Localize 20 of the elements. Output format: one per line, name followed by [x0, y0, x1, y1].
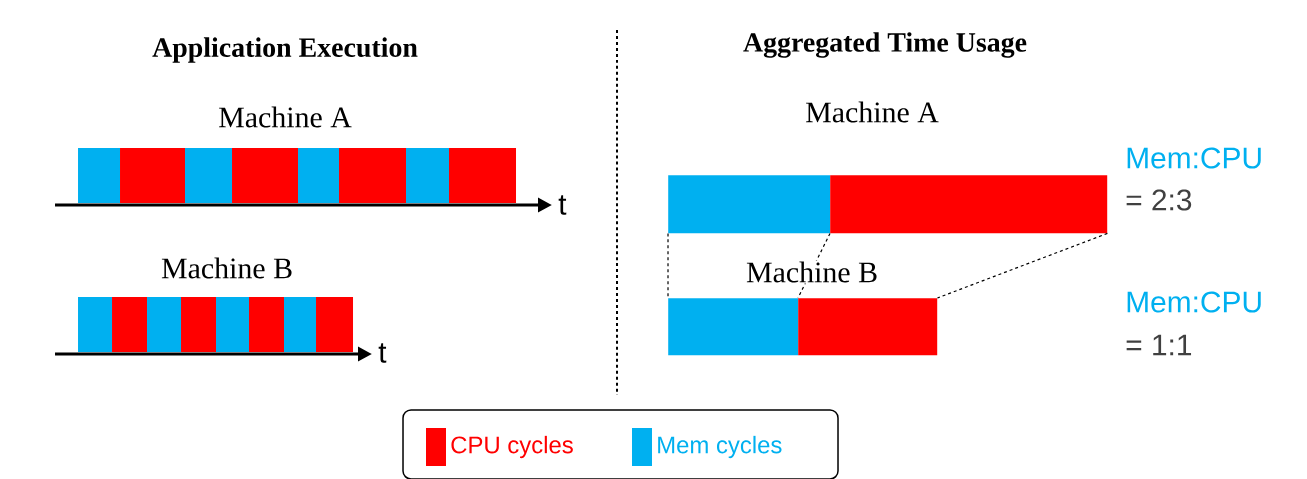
axis-label: t	[558, 195, 567, 215]
time-bar	[668, 298, 799, 356]
ratio-label: Mem:CPU	[1127, 291, 1261, 313]
machine-label: Machine B	[745, 260, 879, 284]
legend-label: CPU cycles	[451, 435, 573, 459]
machine-label: Machine A	[217, 105, 353, 129]
axis-label: t	[378, 343, 387, 363]
time-bar	[798, 298, 938, 356]
ratio-label: Mem:CPU	[1127, 147, 1261, 169]
legend-label: Mem cycles	[658, 435, 782, 459]
time-bar	[830, 175, 1108, 234]
ratio-label: = 2:3	[1126, 189, 1192, 211]
projection-line	[936, 232, 1108, 299]
machine-label: Machine A	[804, 100, 940, 124]
machine-label: Machine B	[160, 256, 294, 280]
ratio-label: = 1:1	[1126, 334, 1192, 356]
section-heading: Aggregated Time Usage	[743, 32, 1027, 58]
projection-line	[667, 232, 669, 299]
time-bar	[668, 175, 831, 234]
section-heading: Application Execution	[152, 37, 418, 63]
